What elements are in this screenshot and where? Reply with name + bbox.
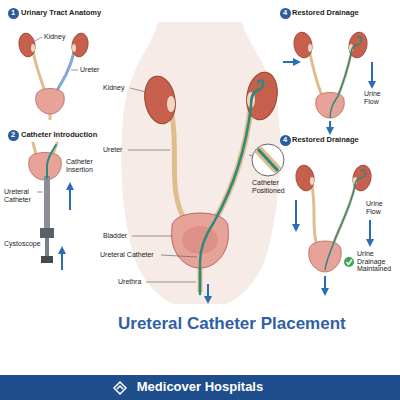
center-anatomy [128,62,297,300]
flow-arrow [371,62,373,85]
check-badge [344,257,354,267]
kidney-hilum [72,44,76,52]
panel-heading: Restored Drainage [292,136,359,144]
leader-line [37,192,43,193]
panel-anatomy [17,32,90,120]
kidney-hilum [31,44,35,52]
kidney [294,164,316,193]
ureter [312,186,316,242]
leader-line [128,150,170,151]
leader-line [132,236,172,237]
callout-number: 4 [283,136,287,144]
ureter [214,106,251,222]
panel-drainage-top [292,31,372,131]
part-label: Urethra [118,278,141,286]
footer-band: Medicover Hospitals [0,375,400,400]
ureter-section [256,147,280,173]
part-label: Kidney [44,33,65,41]
callout-circle [252,144,284,176]
bladder [29,153,62,181]
part-label: Urine Flow [366,200,396,215]
flow-arrow [69,186,71,210]
kidney [292,31,314,60]
kidney [70,32,90,58]
flow-arrow [295,200,297,228]
part-label: Ureteral Catheter [4,188,36,203]
part-label: Urine Flow [364,90,394,105]
callout-number: 2 [11,131,15,139]
panel-heading: Urinary Tract Anatomy [21,9,101,17]
part-label: Catheter Positioned [252,179,292,194]
step-number-badge: 4 [280,135,291,146]
kidney [141,74,179,126]
logo-mark [117,386,123,389]
step-number-badge: 2 [8,130,19,141]
leader-line [161,255,197,257]
step-number-badge: 4 [280,8,291,19]
part-label: Ureteral Catheter [100,251,154,259]
callout-detail [256,147,280,173]
flow-arrow [324,276,326,292]
bladder [36,89,65,115]
footer-text: Medicover Hospitals [137,380,263,394]
panel-heading: Catheter Introduction [21,131,97,139]
leader-line [71,70,78,71]
callout-number: 4 [283,9,287,17]
flow-arrow [329,121,331,131]
part-label: Catheter Insertion [66,158,102,173]
callout-pointer [249,155,252,156]
cystoscope-eyepiece [41,256,53,263]
part-label: Ureter [103,146,122,154]
ureter [33,52,45,92]
panel-introduction [29,143,70,270]
bladder-inner [182,226,218,254]
cystoscope-shaft [44,176,50,228]
flow-arrow [207,284,209,300]
part-label: Ureter [80,66,99,74]
callout-number: 1 [11,9,15,17]
flow-arrow [283,61,297,63]
diagram-title: Ureteral Catheter Placement [118,315,346,334]
leader-line [35,37,42,41]
part-label: Cystoscope [4,240,41,248]
part-label: Urine Drainage Maintained [357,250,395,273]
hospital-logo [113,381,127,395]
ureteral-catheter [330,37,362,118]
flow-arrow [61,250,63,270]
kidney-hilum [308,44,312,52]
cystoscope-stem [45,238,49,256]
leader-line [130,88,146,92]
step-number-badge: 1 [8,8,19,19]
cystoscope-handle [40,228,54,238]
panel-heading: Restored Drainage [292,9,359,17]
ureter [171,110,186,222]
part-label: Kidney [103,84,124,92]
ureter [310,54,322,96]
check-mark [347,260,353,265]
leader-line [146,282,196,283]
logo-shape [114,382,126,394]
part-label: Bladder [103,232,127,240]
panel-drainage-bottom [294,164,373,292]
ureteral-catheter [47,145,56,178]
ureter [56,52,74,92]
flow-arrow [369,220,371,243]
kidney [17,32,37,58]
kidney-hilum [310,177,314,185]
catheter-section [256,147,280,173]
ureter [33,143,36,154]
kidney-hilum [167,96,175,112]
